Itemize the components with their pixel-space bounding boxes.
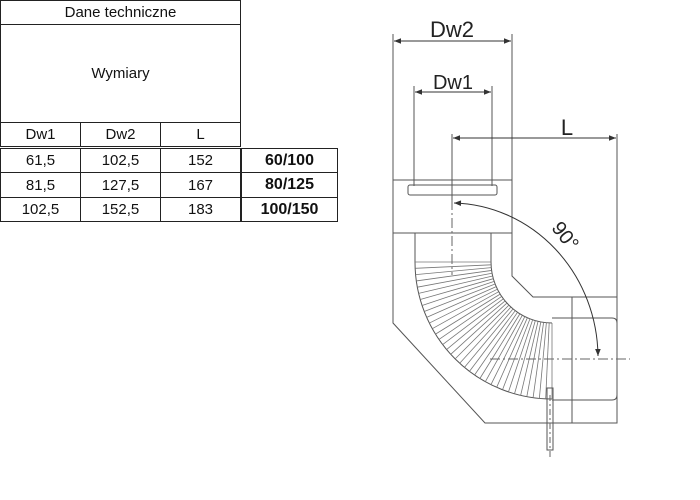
dimension-lines bbox=[392, 34, 618, 297]
rib bbox=[435, 293, 501, 335]
rib bbox=[454, 304, 510, 360]
rib bbox=[450, 302, 508, 355]
rib bbox=[415, 264, 492, 269]
cell-l: 183 bbox=[160, 197, 241, 222]
rib bbox=[415, 267, 492, 276]
rib bbox=[421, 281, 495, 306]
l-label: L bbox=[561, 115, 573, 140]
rib bbox=[479, 313, 521, 379]
rib bbox=[508, 319, 533, 393]
dw2-label: Dw2 bbox=[430, 17, 474, 42]
rib bbox=[446, 300, 506, 350]
cell-size: 100/150 bbox=[241, 197, 338, 222]
rib bbox=[464, 308, 514, 368]
rib bbox=[545, 322, 550, 399]
header-l: L bbox=[160, 122, 241, 147]
elbow-body bbox=[392, 179, 618, 451]
dw1-label: Dw1 bbox=[433, 72, 473, 94]
corrugated-ribs bbox=[415, 261, 553, 399]
rib bbox=[459, 306, 512, 364]
angle-arc bbox=[453, 200, 601, 357]
table-title: Dane techniczne bbox=[0, 0, 241, 25]
rib bbox=[538, 322, 547, 399]
angle-label: 90° bbox=[547, 218, 583, 255]
